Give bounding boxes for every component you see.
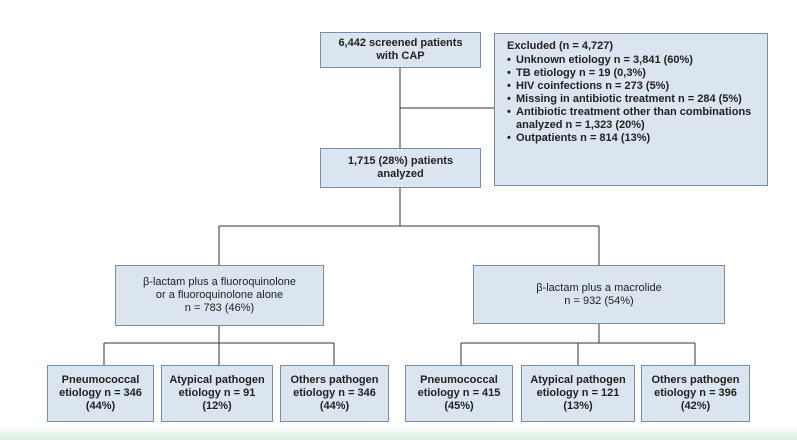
excluded-item: Unknown etiology n = 3,841 (60%) [507, 54, 759, 67]
leaf-line-2: etiology n = 91 [178, 387, 256, 399]
group-left-line-3: n = 783 (46%) [184, 302, 255, 314]
excluded-item: Antibiotic treatment other than combinat… [507, 106, 759, 132]
analyzed-line-2: analyzed [377, 168, 424, 180]
leaf-line-2: etiology n = 121 [536, 387, 620, 399]
analyzed-line-1: 1,715 (28%) patients [347, 155, 454, 167]
leaf-right-pneumococcal: Pneumococcal etiology n = 415 (45%) [405, 365, 513, 422]
leaf-line-1: Others pathogen [290, 374, 379, 386]
group-left-line-2: or a fluoroquinolone alone [155, 289, 284, 301]
leaf-left-atypical: Atypical pathogen etiology n = 91 (12%) [161, 365, 273, 422]
excluded-item: HIV coinfections n = 273 (5%) [507, 80, 759, 93]
leaf-line-1: Atypical pathogen [169, 374, 265, 386]
leaf-line-1: Pneumococcal [420, 374, 498, 386]
leaf-right-atypical: Atypical pathogen etiology n = 121 (13%) [521, 365, 635, 422]
macrolide-group-box: β-lactam plus a macrolide n = 932 (54%) [473, 265, 725, 324]
leaf-line-3: (12%) [202, 400, 232, 412]
leaf-line-3: (45%) [444, 400, 474, 412]
leaf-line-1: Others pathogen [651, 374, 740, 386]
leaf-line-1: Atypical pathogen [530, 374, 626, 386]
leaf-right-others: Others pathogen etiology n = 396 (42%) [641, 365, 750, 422]
group-right-line-1: β-lactam plus a macrolide [536, 281, 662, 294]
leaf-line-2: etiology n = 346 [293, 387, 376, 399]
leaf-line-2: etiology n = 346 [59, 387, 142, 399]
analyzed-patients-box: 1,715 (28%) patients analyzed [320, 148, 481, 188]
leaf-line-3: (44%) [319, 400, 350, 412]
bottom-green-band [0, 427, 797, 440]
excluded-item: Missing in antibiotic treatment n = 284 … [507, 93, 759, 106]
excluded-title: Excluded (n = 4,727) [507, 40, 614, 52]
leaf-line-2: etiology n = 415 [417, 387, 501, 399]
excluded-box: Excluded (n = 4,727) Unknown etiology n … [494, 33, 768, 186]
leaf-left-pneumococcal: Pneumococcal etiology n = 346 (44%) [47, 365, 154, 422]
leaf-line-3: (44%) [85, 400, 116, 412]
screened-line-1: 6,442 screened patients [338, 37, 463, 49]
excluded-item: TB etiology n = 19 (0,3%) [507, 67, 759, 80]
leaf-line-2: etiology n = 396 [654, 387, 737, 399]
leaf-line-3: (13%) [563, 400, 593, 412]
leaf-line-1: Pneumococcal [61, 374, 140, 386]
screened-patients-box: 6,442 screened patients with CAP [320, 32, 481, 68]
leaf-line-3: (42%) [680, 400, 711, 412]
group-right-line-2: n = 932 (54%) [564, 294, 634, 307]
group-left-line-1: β-lactam plus a fluoroquinolone [142, 276, 297, 288]
excluded-list: Unknown etiology n = 3,841 (60%) TB etio… [507, 54, 759, 145]
screened-line-2: with CAP [376, 50, 425, 62]
fluoroquinolone-group-box: β-lactam plus a fluoroquinolone or a flu… [115, 265, 324, 326]
leaf-left-others: Others pathogen etiology n = 346 (44%) [280, 365, 389, 422]
excluded-item: Outpatients n = 814 (13%) [507, 132, 759, 145]
